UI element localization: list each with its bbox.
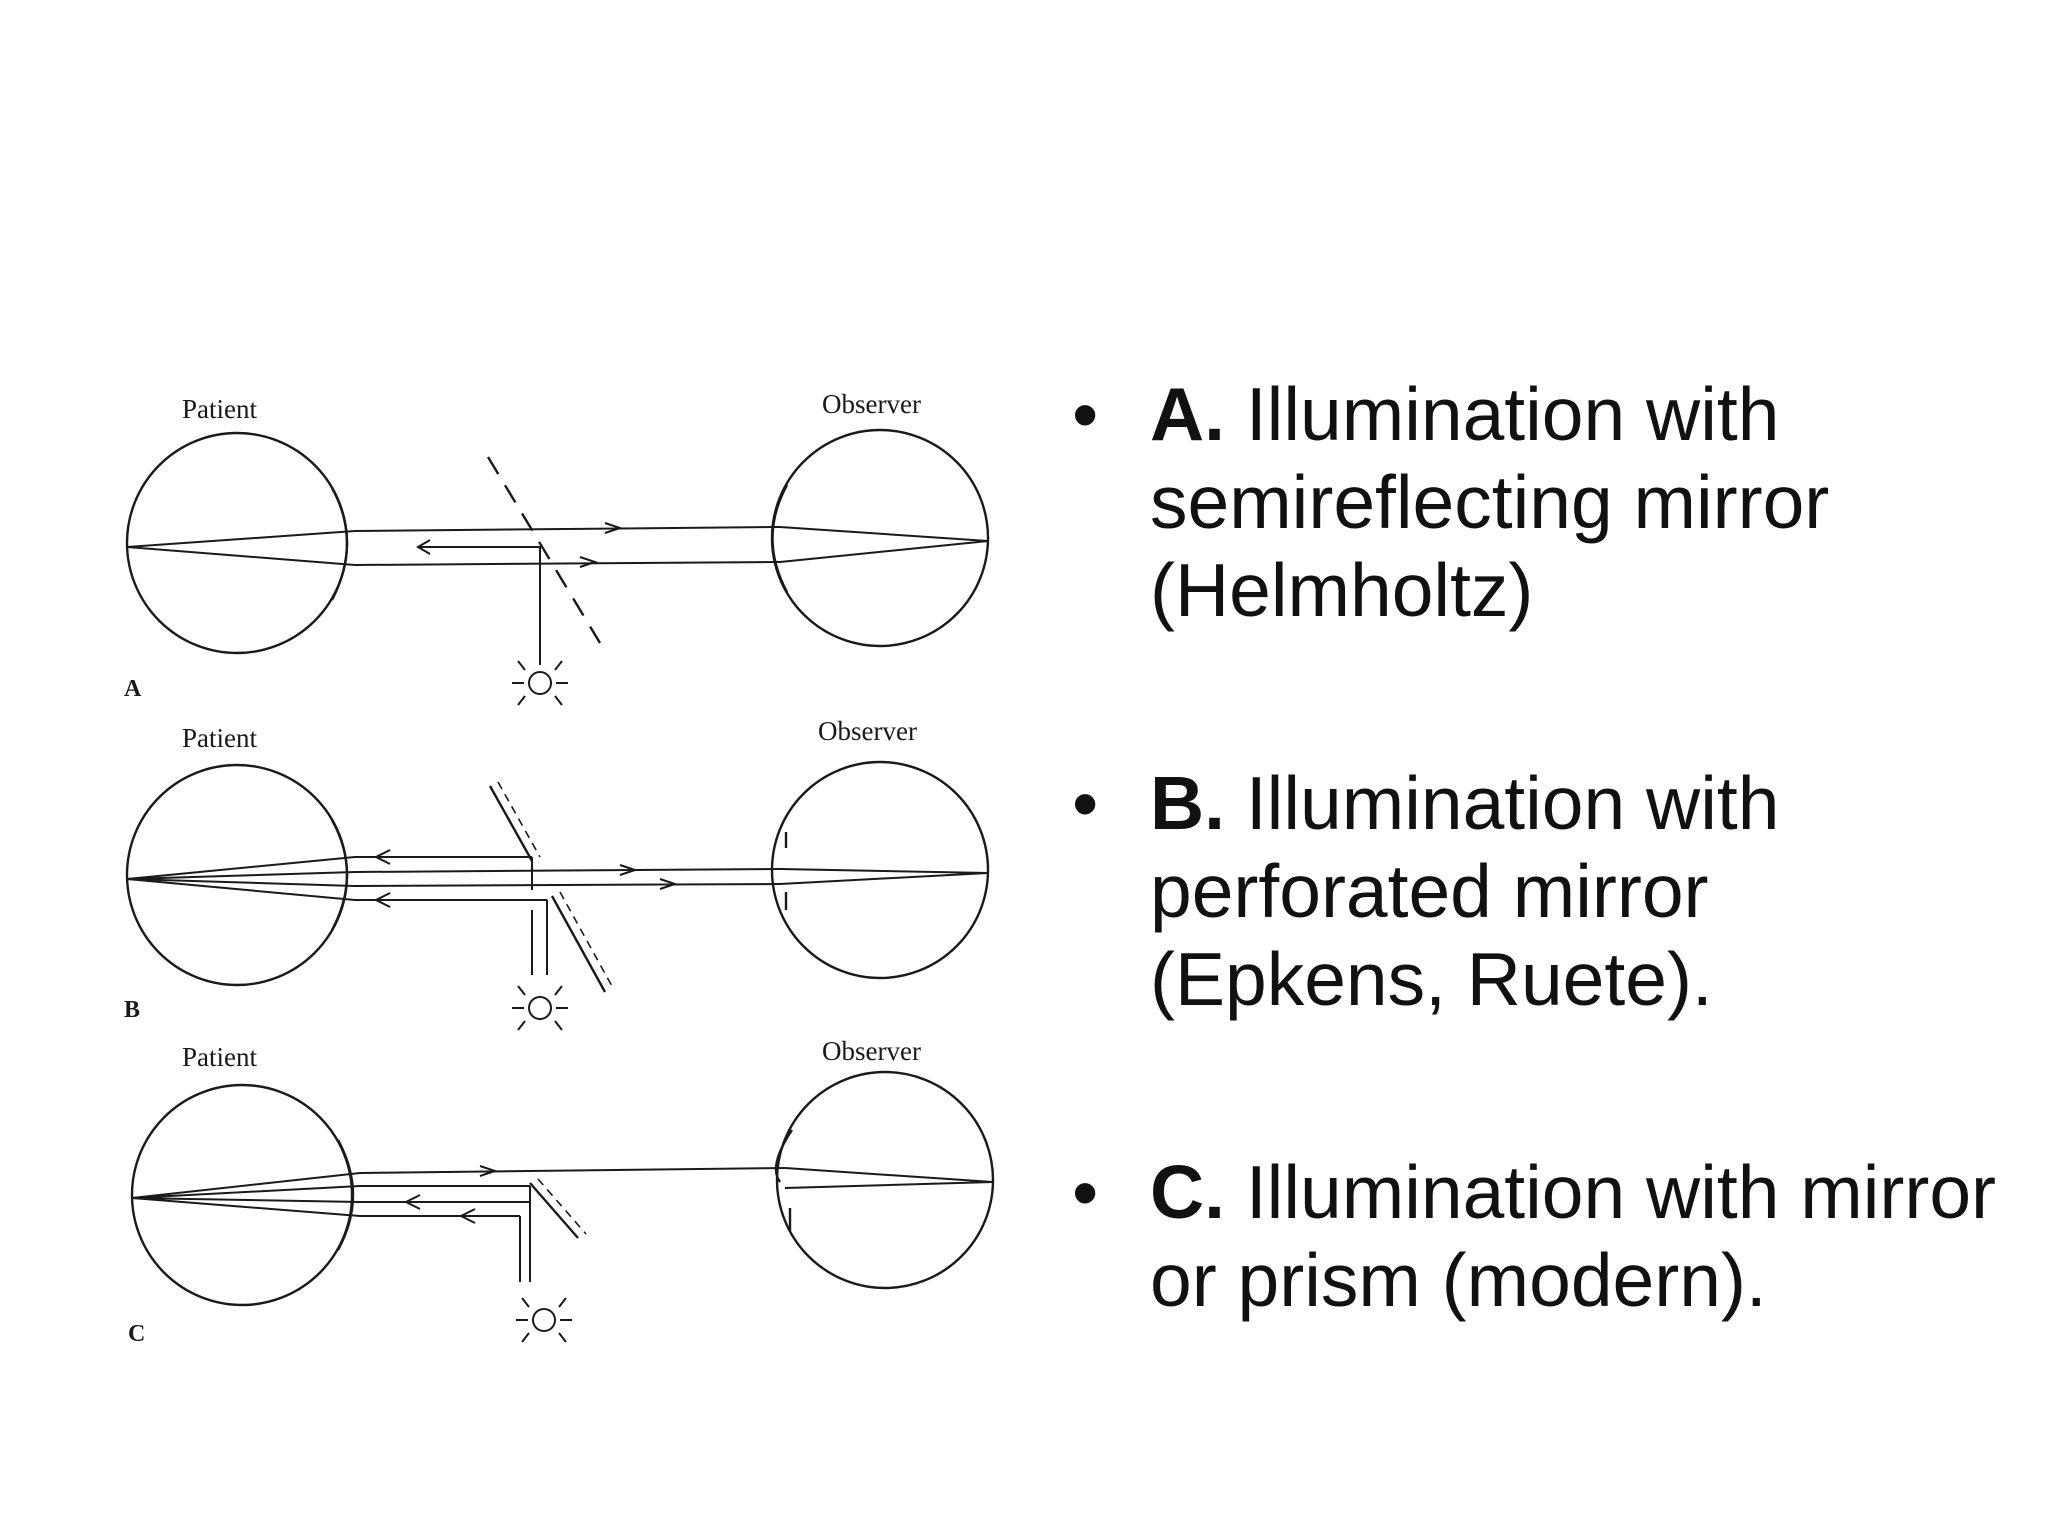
bullet-letter: A. — [1150, 372, 1246, 456]
light-source-icon — [512, 660, 568, 706]
bullet-list: • A. Illumination with semireflecting mi… — [1060, 370, 2020, 1449]
panel-a: Patient Observer A — [124, 389, 990, 706]
bullet-text: Illumination with semireflecting mirror … — [1150, 372, 1830, 632]
panel-b: Patient Observer B — [124, 716, 990, 1031]
patient-cornea — [336, 1139, 355, 1251]
observer-cornea — [774, 1129, 793, 1183]
bullet-item-c: • C. Illumination with mirror or prism (… — [1060, 1148, 2020, 1324]
patient-eye — [125, 431, 349, 655]
observer-label: Observer — [818, 716, 917, 746]
light-rays — [126, 522, 989, 665]
patient-label: Patient — [182, 723, 257, 753]
observer-label: Observer — [822, 389, 921, 419]
observer-eye — [775, 1070, 995, 1290]
patient-cornea — [330, 487, 349, 601]
bullet-item-a: • A. Illumination with semireflecting mi… — [1060, 370, 2020, 634]
bullet-dot: • — [1072, 372, 1099, 456]
bullet-dot: • — [1072, 761, 1099, 845]
semireflecting-mirror — [486, 456, 602, 644]
perforated-mirror — [488, 781, 614, 993]
bullet-item-b: • B. Illumination with perforated mirror… — [1060, 759, 2020, 1023]
patient-label: Patient — [182, 394, 257, 424]
observer-label: Observer — [822, 1036, 921, 1066]
panel-c: Patient Observer C — [128, 1036, 995, 1347]
bullet-letter: C. — [1150, 1150, 1246, 1234]
panel-letter: A — [124, 676, 142, 702]
panel-letter: C — [128, 1321, 145, 1347]
ophthalmoscope-diagram: Patient Observer A — [124, 389, 995, 1347]
patient-label: Patient — [182, 1042, 257, 1072]
panel-letter: B — [124, 997, 140, 1023]
light-source-icon — [516, 1297, 572, 1343]
mirror-prism — [529, 1178, 587, 1239]
light-source-icon — [512, 985, 568, 1031]
bullet-text: Illumination with mirror or prism (moder… — [1150, 1150, 1997, 1322]
light-rays — [126, 849, 989, 975]
observer-cornea — [771, 484, 789, 593]
bullet-dot: • — [1072, 1150, 1099, 1234]
patient-cornea — [330, 819, 349, 931]
bullet-text: Illumination with perforated mirror (Epk… — [1150, 761, 1780, 1021]
light-rays — [131, 1165, 994, 1282]
bullet-letter: B. — [1150, 761, 1246, 845]
